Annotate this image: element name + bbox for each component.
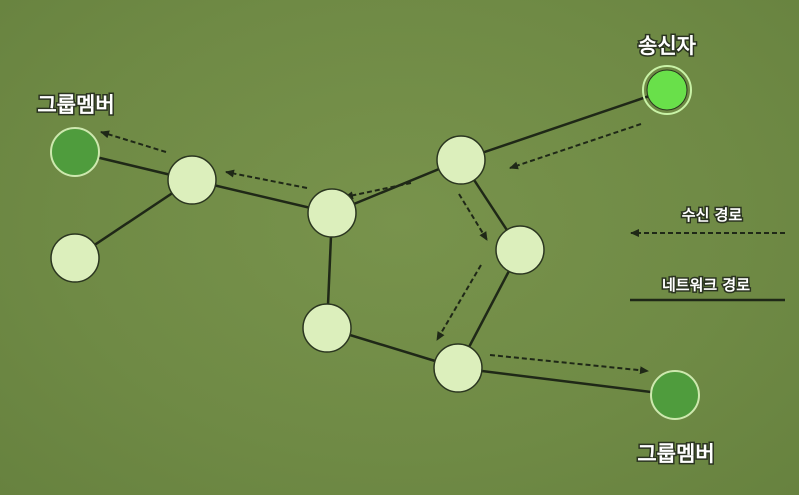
router-node-f: [302, 303, 352, 353]
route-arrow-d-to-e: [458, 193, 488, 241]
legend-network-path-label: 네트워크 경로: [662, 276, 750, 294]
network-links: [74, 88, 676, 397]
link-sender-d: [460, 88, 668, 162]
route-arrow-g-to-member: [489, 354, 649, 375]
router-node-b: [50, 233, 100, 283]
router-node-g: [433, 343, 483, 393]
legend: 수신 경로 네트워크 경로: [630, 205, 785, 302]
receive-path-arrows: [100, 123, 649, 375]
group-member-label-top-left: 그룹멤버: [37, 93, 114, 117]
sender-label: 송신자: [638, 34, 697, 58]
router-nodes: [50, 135, 545, 393]
router-node-e: [495, 225, 545, 275]
route-arrow-d-to-c: [344, 182, 412, 200]
router-node-c: [307, 188, 357, 238]
router-node-a: [167, 155, 217, 205]
group-member-node-top-left: [50, 127, 100, 177]
route-arrow-sender-to-d: [509, 123, 642, 170]
route-arrow-c-to-a: [225, 169, 308, 189]
route-arrow-e-to-g: [436, 264, 482, 341]
router-node-d: [436, 135, 486, 185]
link-g-member: [457, 366, 676, 397]
sender-node-group: [642, 65, 692, 115]
group-member-node-bottom-right: [650, 370, 700, 420]
sender-node-ring: [642, 65, 692, 115]
group-member-nodes: [50, 127, 700, 420]
route-arrow-a-to-member: [100, 130, 167, 153]
group-member-label-bottom-right: 그룹멤버: [637, 442, 714, 466]
legend-receive-path-label: 수신 경로: [682, 206, 743, 224]
sender-node: [646, 69, 688, 111]
